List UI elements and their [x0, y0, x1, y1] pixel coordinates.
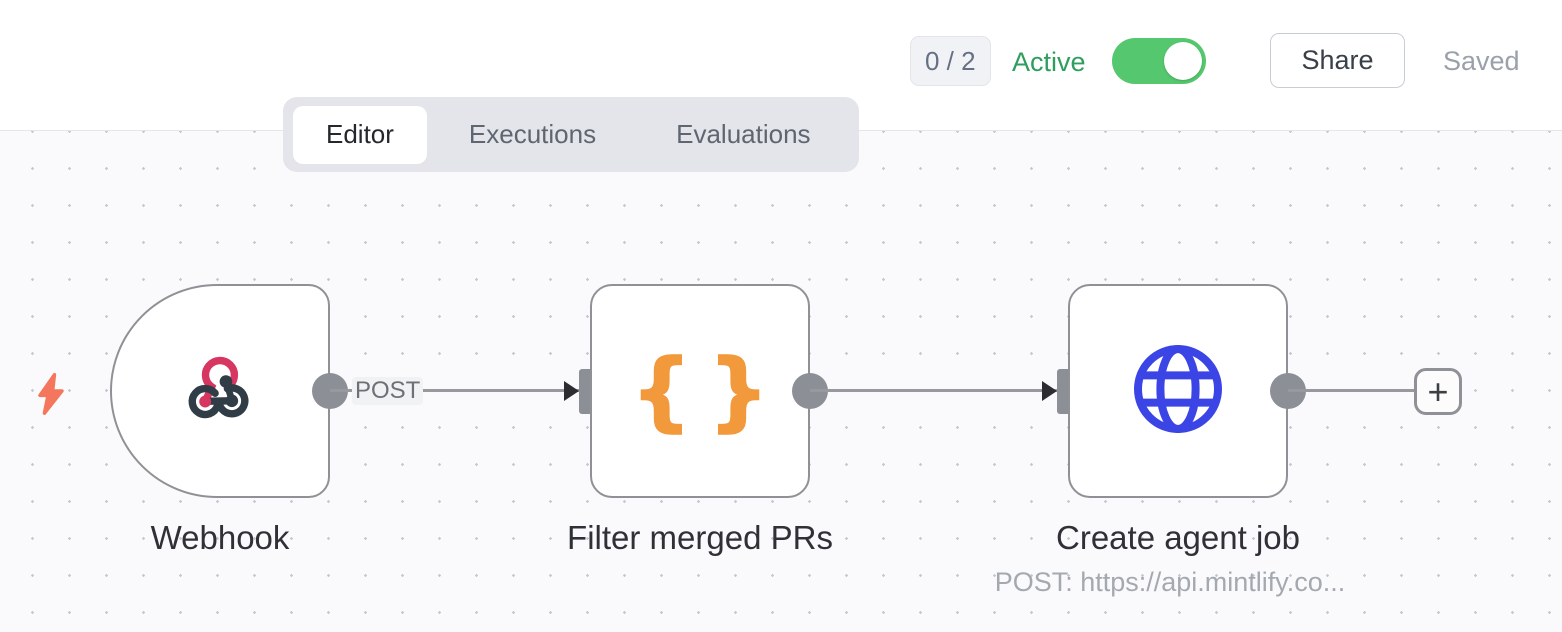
node-webhook[interactable] [110, 284, 330, 498]
node-label-create-agent-job: Create agent job [1055, 519, 1301, 556]
connection-webhook-filter[interactable] [330, 389, 580, 392]
code-braces-icon: {} [630, 341, 770, 441]
trigger-bolt-icon [33, 372, 69, 421]
connection-arrow-icon [564, 381, 579, 401]
add-node-button[interactable]: + [1414, 368, 1462, 415]
saved-status: Saved [1443, 46, 1520, 76]
toggle-knob-icon [1164, 42, 1202, 80]
workflow-canvas[interactable]: POST {} + [0, 130, 1562, 632]
share-button[interactable]: Share [1270, 33, 1405, 88]
connection-arrow-icon [1042, 381, 1057, 401]
tab-editor[interactable]: Editor [293, 105, 427, 164]
connection-filter-http[interactable] [810, 389, 1057, 392]
issues-counter-badge[interactable]: 0 / 2 [910, 36, 991, 86]
connection-http-add[interactable] [1288, 389, 1416, 392]
node-label-webhook: Webhook [150, 519, 290, 556]
node-filter-merged-prs[interactable]: {} [590, 284, 810, 498]
node-create-agent-job[interactable] [1068, 284, 1288, 498]
node-label-filter: Filter merged PRs [567, 519, 833, 556]
active-label: Active [1012, 47, 1086, 77]
globe-icon [1130, 341, 1226, 442]
view-tabbar: Editor Executions Evaluations [283, 97, 859, 172]
tab-evaluations[interactable]: Evaluations [676, 119, 811, 149]
connection-post-label[interactable]: POST [352, 377, 424, 405]
tab-executions[interactable]: Executions [468, 119, 597, 149]
active-toggle[interactable] [1112, 38, 1206, 84]
node-subtitle-create-agent-job: POST: https://api.mintlify.co... [994, 567, 1346, 597]
webhook-icon [183, 352, 257, 431]
